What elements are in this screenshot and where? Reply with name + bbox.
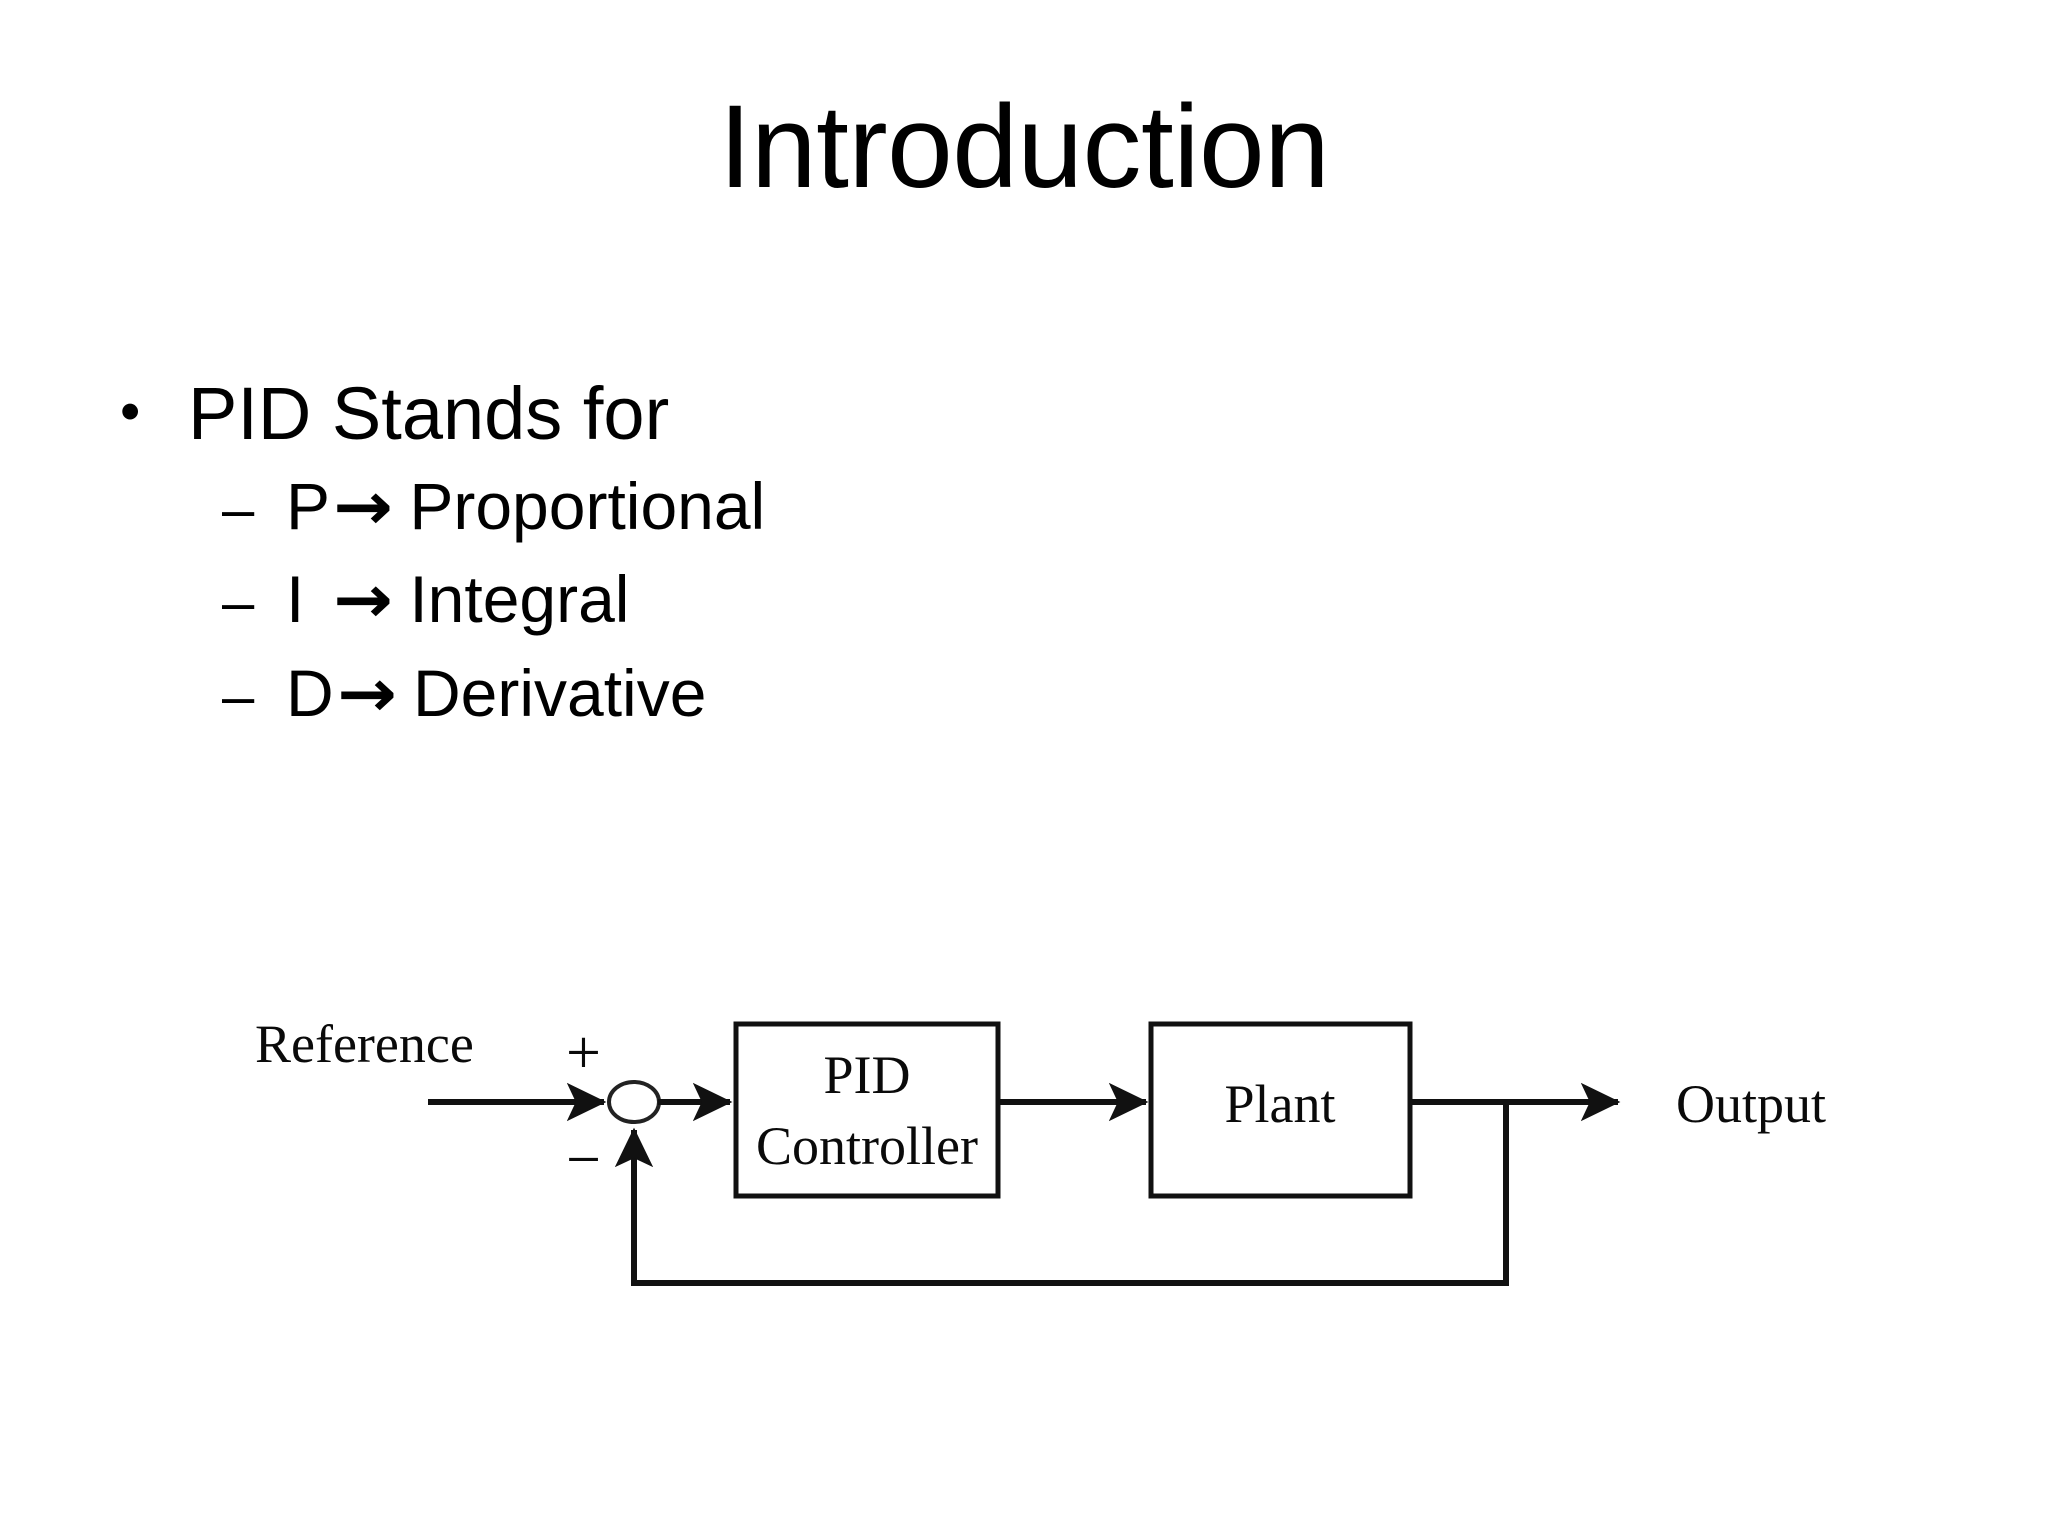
pid-meaning-proportional: Proportional <box>409 469 766 544</box>
bullet-level2-proportional: – P → Proportional <box>0 463 2048 550</box>
block-label-plant: Plant <box>1224 1074 1335 1134</box>
diagram-label-output: Output <box>1676 1074 1826 1134</box>
summing-junction-node <box>607 1080 661 1124</box>
dash-marker-icon: – <box>222 477 255 543</box>
dash-marker-icon: – <box>222 570 255 636</box>
block-label-controller: Controller <box>756 1116 978 1176</box>
bullet-level2-derivative: – D → Derivative <box>0 650 2048 737</box>
diagram-label-minus: − <box>566 1126 601 1194</box>
bullet-level2-integral: – I → Integral <box>0 556 2048 643</box>
pid-letter-p: P <box>286 469 331 544</box>
right-arrow-icon: → <box>336 654 397 732</box>
body-placeholder: • PID Stands for – P → Proportional – I … <box>0 370 2048 737</box>
right-arrow-icon: → <box>333 468 394 546</box>
right-arrow-icon: → <box>333 561 394 639</box>
block-plant <box>1148 1021 1413 1199</box>
bullet-dot-icon: • <box>120 379 141 444</box>
block-pid-controller <box>733 1021 1001 1199</box>
bullet-level1-label: PID Stands for <box>188 372 670 455</box>
diagram-label-plus: + <box>566 1019 601 1087</box>
diagram-label-reference: Reference <box>255 1014 474 1074</box>
dash-marker-icon: – <box>222 663 255 729</box>
block-label-pid: PID <box>823 1045 910 1105</box>
page-title: Introduction <box>718 81 1330 213</box>
feedback-path <box>614 1102 1509 1286</box>
pid-meaning-derivative: Derivative <box>412 655 707 730</box>
bullet-level1-pid-stands-for: • PID Stands for <box>0 370 2048 457</box>
pid-letter-i: I <box>286 562 305 637</box>
pid-meaning-integral: Integral <box>409 562 630 637</box>
pid-letter-d: D <box>286 655 334 730</box>
